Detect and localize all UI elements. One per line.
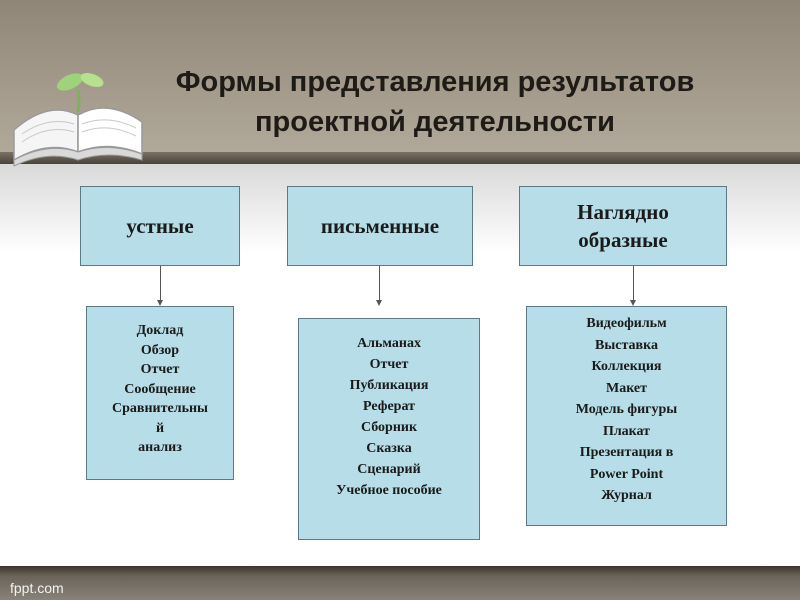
list-item: Сказка bbox=[366, 441, 412, 456]
list-item: Коллекция bbox=[591, 359, 662, 374]
list-written: Альманах Отчет Публикация Реферат Сборни… bbox=[298, 318, 480, 540]
category-visual: Наглядно образные bbox=[519, 186, 727, 266]
list-item: Доклад bbox=[136, 323, 184, 338]
category-label-line-2: образные bbox=[578, 228, 668, 252]
category-label-line-1: Наглядно bbox=[577, 200, 669, 224]
list-item: Учебное пособие bbox=[336, 483, 442, 498]
list-visual: Видеофильм Выставка Коллекция Макет Моде… bbox=[526, 306, 727, 526]
arrow-written bbox=[376, 266, 382, 306]
arrow-visual bbox=[630, 266, 636, 306]
list-item: Сценарий bbox=[357, 462, 421, 477]
list-item: Реферат bbox=[363, 399, 415, 414]
footer-watermark: fppt.com bbox=[10, 580, 64, 596]
title-line-2: проектной деятельности bbox=[255, 106, 615, 138]
category-label: письменные bbox=[320, 214, 440, 238]
list-oral: Доклад Обзор Отчет Сообщение Сравнительн… bbox=[86, 306, 234, 480]
list-item: Презентация в bbox=[579, 445, 674, 460]
category-oral: устные bbox=[80, 186, 240, 266]
list-item: Выставка bbox=[595, 337, 658, 353]
category-label: устные bbox=[126, 214, 194, 238]
list-item: Сообщение bbox=[124, 381, 196, 397]
list-item: Отчет bbox=[140, 362, 180, 377]
list-item: Отчет bbox=[369, 357, 409, 372]
list-item: Модель фигуры bbox=[575, 402, 678, 417]
header-divider-band bbox=[0, 152, 800, 164]
list-item: анализ bbox=[138, 440, 182, 455]
list-item: Power Point bbox=[589, 466, 664, 482]
list-item: й bbox=[155, 420, 165, 436]
list-item: Публикация bbox=[349, 378, 429, 393]
list-item: Сборник bbox=[360, 420, 418, 435]
list-item: Макет bbox=[605, 380, 648, 396]
footer-bar bbox=[0, 566, 800, 600]
list-item: Видеофильм bbox=[586, 316, 667, 331]
list-item: Обзор bbox=[140, 342, 180, 358]
title-line-1: Формы представления результатов bbox=[175, 66, 695, 98]
page-title: Формы представления результатов проектно… bbox=[90, 62, 780, 142]
list-item: Альманах bbox=[357, 336, 421, 351]
list-item: Плакат bbox=[602, 423, 651, 439]
list-item: Сравнительны bbox=[112, 401, 208, 416]
category-written: письменные bbox=[287, 186, 473, 266]
open-book-icon bbox=[13, 73, 143, 167]
list-item: Журнал bbox=[601, 488, 652, 503]
arrow-oral bbox=[157, 266, 163, 306]
